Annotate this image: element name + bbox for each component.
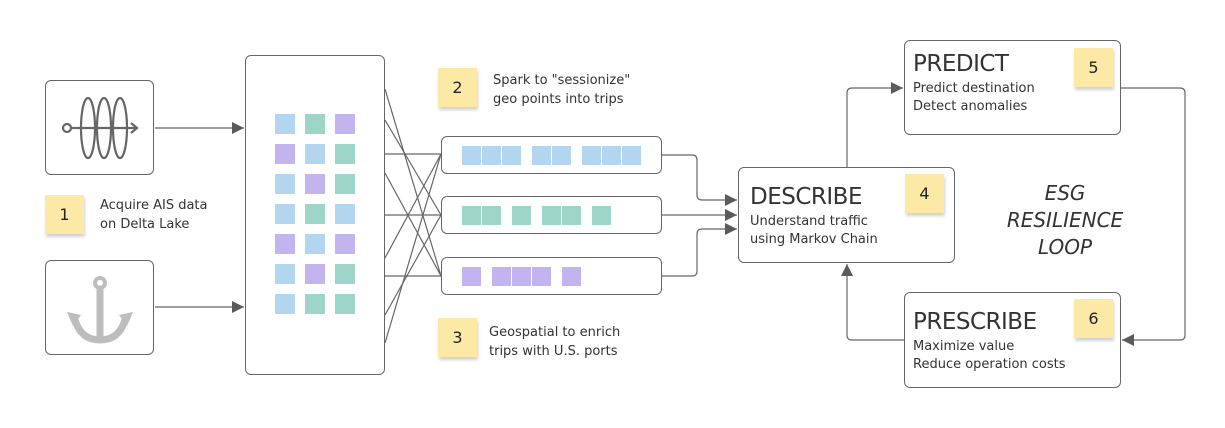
trip-point-blue [582,146,601,165]
esg-loop-label: ESG RESILIENCE LOOP [990,180,1140,261]
record-cell-purple [305,264,325,284]
fanout-line [384,153,442,259]
step-4-badge: 4 [905,174,944,213]
prescribe-text: Maximize value Reduce operation costs [913,338,1066,374]
step-1-line-2: on Delta Lake [100,217,190,232]
fanout-line [384,172,442,277]
step-3-line-2: trips with U.S. ports [489,344,618,359]
trip-point-blue [552,146,571,165]
step-1-line-1: Acquire AIS data [100,198,208,213]
trip-point-blue [502,146,521,165]
step-3-line-1: Geospatial to enrich [489,325,621,340]
trip-point-blue [622,146,641,165]
describe-box: DESCRIBE Understand traffic using Markov… [738,167,955,263]
source-stream-box [45,80,154,175]
record-cell-blue [275,114,295,134]
trip-point-green [542,206,561,225]
ais-data-table [245,55,385,375]
esg-line-1: ESG [1044,181,1086,205]
record-cell-green [335,144,355,164]
fanout-line [384,119,442,216]
step-2-badge: 2 [438,68,477,107]
predict-line-2: Detect anomalies [913,99,1028,114]
record-cell-blue [275,264,295,284]
trip-point-green [592,206,611,225]
trip-point-blue [462,146,481,165]
record-cell-blue [305,234,325,254]
record-cell-green [305,114,325,134]
step-1-badge: 1 [45,195,84,234]
esg-line-3: LOOP [1037,235,1093,259]
step-3-text: Geospatial to enrich trips with U.S. por… [489,323,620,361]
record-cell-green [335,174,355,194]
prescribe-line-2: Reduce operation costs [913,357,1066,372]
arrow-predict-to-prescribe [1121,87,1186,346]
predict-line-1: Predict destination [913,81,1035,96]
trip-point-green [512,206,531,225]
trip-point-green [482,206,501,225]
record-cell-purple [305,174,325,194]
trip-point-purple [462,267,481,286]
record-cell-purple [335,234,355,254]
fanout-lines [384,88,442,344]
prescribe-line-1: Maximize value [913,339,1015,354]
trip-point-blue [532,146,551,165]
trip-point-blue [602,146,621,165]
arrow-row3-to-describe [662,223,737,277]
prescribe-box: PRESCRIBE Maximize value Reduce operatio… [904,292,1121,388]
describe-line-2: using Markov Chain [750,232,878,247]
predict-box: PREDICT Predict destination Detect anoma… [904,40,1121,135]
fanout-line [384,214,442,316]
arrow-row1-to-describe [662,154,737,206]
source-port-box [45,260,154,355]
record-cell-green [335,264,355,284]
predict-title: PREDICT [913,51,1009,77]
step-5-badge: 5 [1074,48,1113,87]
trip-point-blue [482,146,501,165]
record-cell-purple [275,234,295,254]
step-2-line-2: geo points into trips [493,92,624,107]
predict-text: Predict destination Detect anomalies [913,80,1035,116]
describe-title: DESCRIBE [750,184,862,210]
record-cell-blue [335,204,355,224]
record-cell-purple [275,144,295,164]
prescribe-title: PRESCRIBE [913,309,1037,335]
record-cell-green [305,294,325,314]
record-cell-blue [305,144,325,164]
arrow-prescribe-to-describe [841,264,904,341]
trip-row-1 [441,136,662,174]
step-3-badge: 3 [438,318,477,357]
step-6-badge: 6 [1074,299,1113,338]
trip-point-green [462,206,481,225]
anchor-icon [67,276,133,344]
step-2-line-1: Spark to "sessionize" [493,73,631,88]
trip-row-3 [441,257,662,295]
record-cell-purple [335,114,355,134]
arrow-describe-to-predict [846,82,903,167]
fanout-line [384,88,442,277]
record-cell-blue [275,294,295,314]
record-cell-blue [275,204,295,224]
trip-point-purple [492,267,511,286]
trip-point-green [562,206,581,225]
trip-point-purple [512,267,531,286]
trip-point-purple [562,267,581,286]
record-cell-green [335,294,355,314]
record-cell-green [305,204,325,224]
fanout-line [384,153,442,344]
trip-row-2 [441,196,662,234]
describe-line-1: Understand traffic [750,214,868,229]
step-1-text: Acquire AIS data on Delta Lake [100,196,208,234]
step-2-text: Spark to "sessionize" geo points into tr… [493,71,630,109]
trip-point-purple [532,267,551,286]
record-cell-blue [275,174,295,194]
esg-line-2: RESILIENCE [1006,208,1124,232]
spring-coil-icon [61,96,139,160]
describe-text: Understand traffic using Markov Chain [750,213,878,249]
